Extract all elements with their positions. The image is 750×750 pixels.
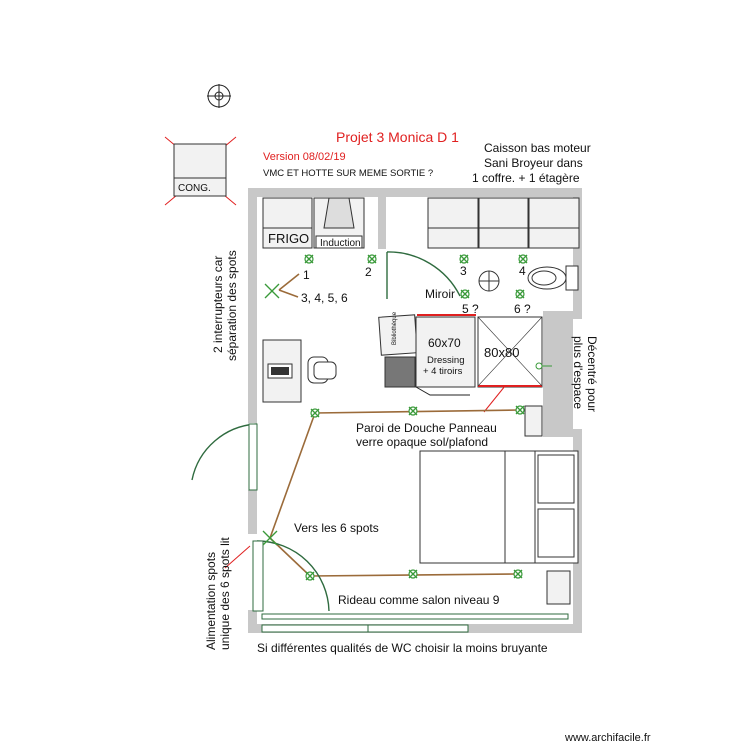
small-cabinet (524, 405, 543, 437)
spot-number-6: 6 ? (514, 302, 531, 316)
dressing-door (415, 386, 470, 396)
frigo-label: FRIGO (268, 231, 309, 246)
switch-icon (262, 530, 278, 546)
spot-light-icon (408, 406, 418, 416)
caisson-note-2: Sani Broyeur dans (484, 156, 583, 170)
footer-credit: www.archifacile.fr (564, 732, 651, 744)
rideau-note: Rideau comme salon niveau 9 (338, 593, 500, 607)
switch-icon (264, 283, 280, 299)
spot-light-icon (310, 408, 320, 418)
spot-number-2: 2 (365, 265, 372, 279)
interrupteurs-note-2: séparation des spots (225, 250, 239, 361)
spot-light-icon (460, 289, 470, 299)
wardrobe-door (252, 540, 330, 612)
wc-toilet-icon (527, 265, 579, 291)
desk (262, 339, 337, 403)
paroi-note-2: verre opaque sol/plafond (356, 435, 488, 449)
shower-valve-icon (535, 362, 552, 370)
decentre-note-2: plus d'espace (571, 336, 585, 409)
spot-light-icon (515, 405, 525, 415)
spot-light-icon (408, 569, 418, 579)
spot-light-icon (515, 289, 525, 299)
bathroom-units (427, 197, 580, 249)
entry-door (191, 423, 258, 491)
vers-spots-label: Vers les 6 spots (294, 521, 379, 535)
interrupteurs-note-1: 2 interrupteurs car (211, 256, 225, 353)
bibliotheque-label: Bibliothèque (392, 311, 398, 345)
interior-door (386, 251, 461, 299)
wc-note: Si différentes qualités de WC choisir la… (257, 641, 548, 655)
spot-number-5: 5 ? (462, 302, 479, 316)
kitchen-units (262, 197, 365, 249)
alimentation-note-1: Alimentation spots (204, 552, 218, 650)
dressing-drawers: + 4 tiroirs (423, 366, 463, 377)
alimentation-note-2: unique des 6 spots lit (218, 537, 232, 650)
vmc-note: VMC ET HOTTE SUR MEME SORTIE ? (263, 168, 433, 179)
curtain-rail (261, 613, 569, 633)
project-title: Projet 3 Monica D 1 (336, 129, 459, 145)
dressing-box (415, 316, 476, 388)
spot-light-icon (305, 571, 315, 581)
washbasin-icon (478, 270, 500, 292)
spot-light-icon (513, 569, 523, 579)
miroir-label: Miroir (425, 287, 455, 301)
induction-label: Induction (320, 238, 361, 249)
spot-group-label: 3, 4, 5, 6 (301, 291, 348, 305)
shower-size: 80x80 (484, 345, 519, 360)
compass-icon (207, 84, 231, 108)
bed (419, 450, 579, 564)
cong-label: CONG. (178, 183, 211, 194)
spot-number-3: 3 (460, 264, 467, 278)
caisson-note-3: 1 coffre. + 1 étagère (472, 171, 580, 185)
spot-light-icon (518, 254, 528, 264)
freezer-cong: CONG. (164, 136, 237, 206)
spot-light-icon (459, 254, 469, 264)
caisson-note-1: Caisson bas moteur (484, 141, 591, 155)
spot-light-icon (304, 254, 314, 264)
spot-light-icon (367, 254, 377, 264)
nightstand (546, 570, 571, 605)
decentre-note-1: Décentré pour (585, 336, 599, 412)
version-label: Version 08/02/19 (263, 151, 346, 163)
bookcase (378, 314, 418, 388)
dressing-size: 60x70 (428, 336, 461, 350)
spot-number-4: 4 (519, 264, 526, 278)
paroi-note-1: Paroi de Douche Panneau (356, 421, 497, 435)
spot-number-1: 1 (303, 268, 310, 282)
dressing-label: Dressing (427, 355, 465, 366)
